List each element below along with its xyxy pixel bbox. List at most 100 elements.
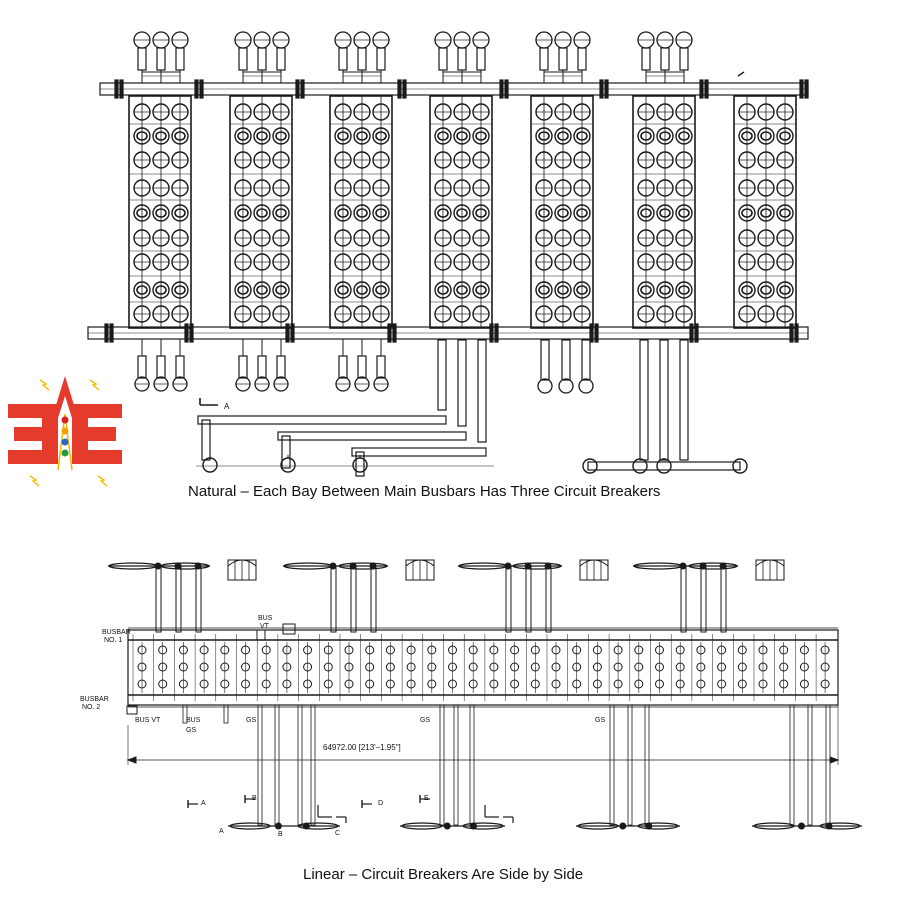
busbar-2-joint	[694, 323, 699, 343]
drop-conductor	[155, 565, 162, 633]
feeder-riser	[453, 704, 459, 826]
busbar-1-joint	[119, 79, 124, 99]
breaker-tank	[779, 208, 791, 218]
breaker-tank	[475, 285, 487, 295]
drop-conductor	[700, 565, 707, 633]
breaker-tank	[456, 131, 468, 141]
apparatus-circle	[738, 127, 756, 145]
breaker-tank	[337, 131, 349, 141]
breaker-tank	[174, 208, 186, 218]
busbar1-label-line1: BUSBAR	[102, 629, 131, 636]
drop-conductor	[720, 565, 727, 633]
section-mark-d: D	[378, 800, 383, 807]
breaker-tank	[356, 208, 368, 218]
busbar-1-joint	[604, 79, 609, 99]
feeder-riser	[439, 704, 445, 826]
drop-node	[699, 562, 707, 570]
bottom-insulator	[257, 355, 267, 379]
top-insulator	[338, 47, 348, 71]
breaker-tank	[136, 131, 148, 141]
drop-conductor	[175, 565, 182, 633]
gantry-icon-arch	[227, 559, 257, 567]
apparatus-circle	[472, 281, 490, 299]
apparatus-circle	[334, 281, 352, 299]
cable-terminal	[280, 457, 296, 473]
phase-label-b: B	[278, 831, 283, 838]
breaker-tank	[356, 131, 368, 141]
section-mark-a: A	[201, 800, 206, 807]
apparatus-circle	[656, 281, 674, 299]
apparatus-circle	[372, 281, 390, 299]
apparatus-circle	[353, 281, 371, 299]
breaker-tank	[174, 131, 186, 141]
apparatus-circle	[434, 127, 452, 145]
bay-2	[229, 31, 293, 392]
logo-left-e	[8, 404, 58, 464]
drop-node	[470, 822, 477, 830]
feeder-riser	[274, 704, 280, 826]
top-insulator	[137, 47, 147, 71]
breaker-tank	[741, 208, 753, 218]
bottom-insulator	[156, 355, 166, 379]
logo-signal-dot	[61, 438, 69, 446]
apparatus-circle	[554, 281, 572, 299]
logo-right-e	[72, 404, 122, 464]
breaker-tank	[155, 131, 167, 141]
top-insulator	[438, 47, 448, 71]
breaker-tank	[275, 285, 287, 295]
breaker-tank	[275, 131, 287, 141]
apparatus-circle	[554, 204, 572, 222]
breaker-tank	[256, 208, 268, 218]
insulator-string	[512, 562, 562, 570]
drop-node	[504, 562, 512, 570]
apparatus-circle	[334, 204, 352, 222]
breaker-tank	[456, 208, 468, 218]
vt-riser	[223, 704, 229, 724]
apparatus-circle	[675, 127, 693, 145]
breaker-tank	[538, 208, 550, 218]
cable-terminal	[632, 458, 648, 474]
logo-signal-dot	[61, 416, 69, 424]
apparatus-circle	[637, 127, 655, 145]
linear-layout-drawing	[108, 559, 862, 830]
line-entry-2	[283, 559, 435, 633]
breaker-tank	[557, 285, 569, 295]
drop-node	[798, 822, 805, 830]
vertical-duct	[281, 435, 291, 469]
insulator-string	[637, 822, 679, 830]
apparatus-circle	[152, 127, 170, 145]
riser-duct	[477, 339, 487, 443]
breaker-tank	[760, 285, 772, 295]
drop-conductor	[545, 565, 552, 633]
drop-node	[194, 562, 202, 570]
logo-letter-a	[52, 376, 78, 418]
insulator-string	[229, 822, 271, 830]
breaker-tank	[136, 208, 148, 218]
breaker-tank	[337, 208, 349, 218]
apparatus-circle	[434, 204, 452, 222]
busbar-2-joint	[387, 323, 392, 343]
breaker-tank	[375, 285, 387, 295]
top-insulator	[457, 47, 467, 71]
apparatus-circle	[171, 127, 189, 145]
phase-label-c: C	[335, 830, 340, 837]
breaker-tank	[237, 131, 249, 141]
apparatus-circle	[675, 204, 693, 222]
breaker-tank	[760, 131, 772, 141]
cable-terminal	[732, 458, 748, 474]
drop-node	[274, 822, 282, 830]
top-insulator	[156, 47, 166, 71]
insulator-string	[462, 822, 504, 830]
riser-duct	[457, 339, 467, 427]
bus-vt-box	[282, 623, 296, 635]
bus-gs-label-line1: BUS	[186, 717, 201, 724]
breaker-tank	[576, 285, 588, 295]
breaker-tank	[640, 285, 652, 295]
breaker-tank	[678, 131, 690, 141]
top-insulator	[641, 47, 651, 71]
logo-spark	[39, 379, 50, 391]
bottom-line-entry-3	[576, 822, 680, 830]
busbar-2-joint	[285, 323, 290, 343]
